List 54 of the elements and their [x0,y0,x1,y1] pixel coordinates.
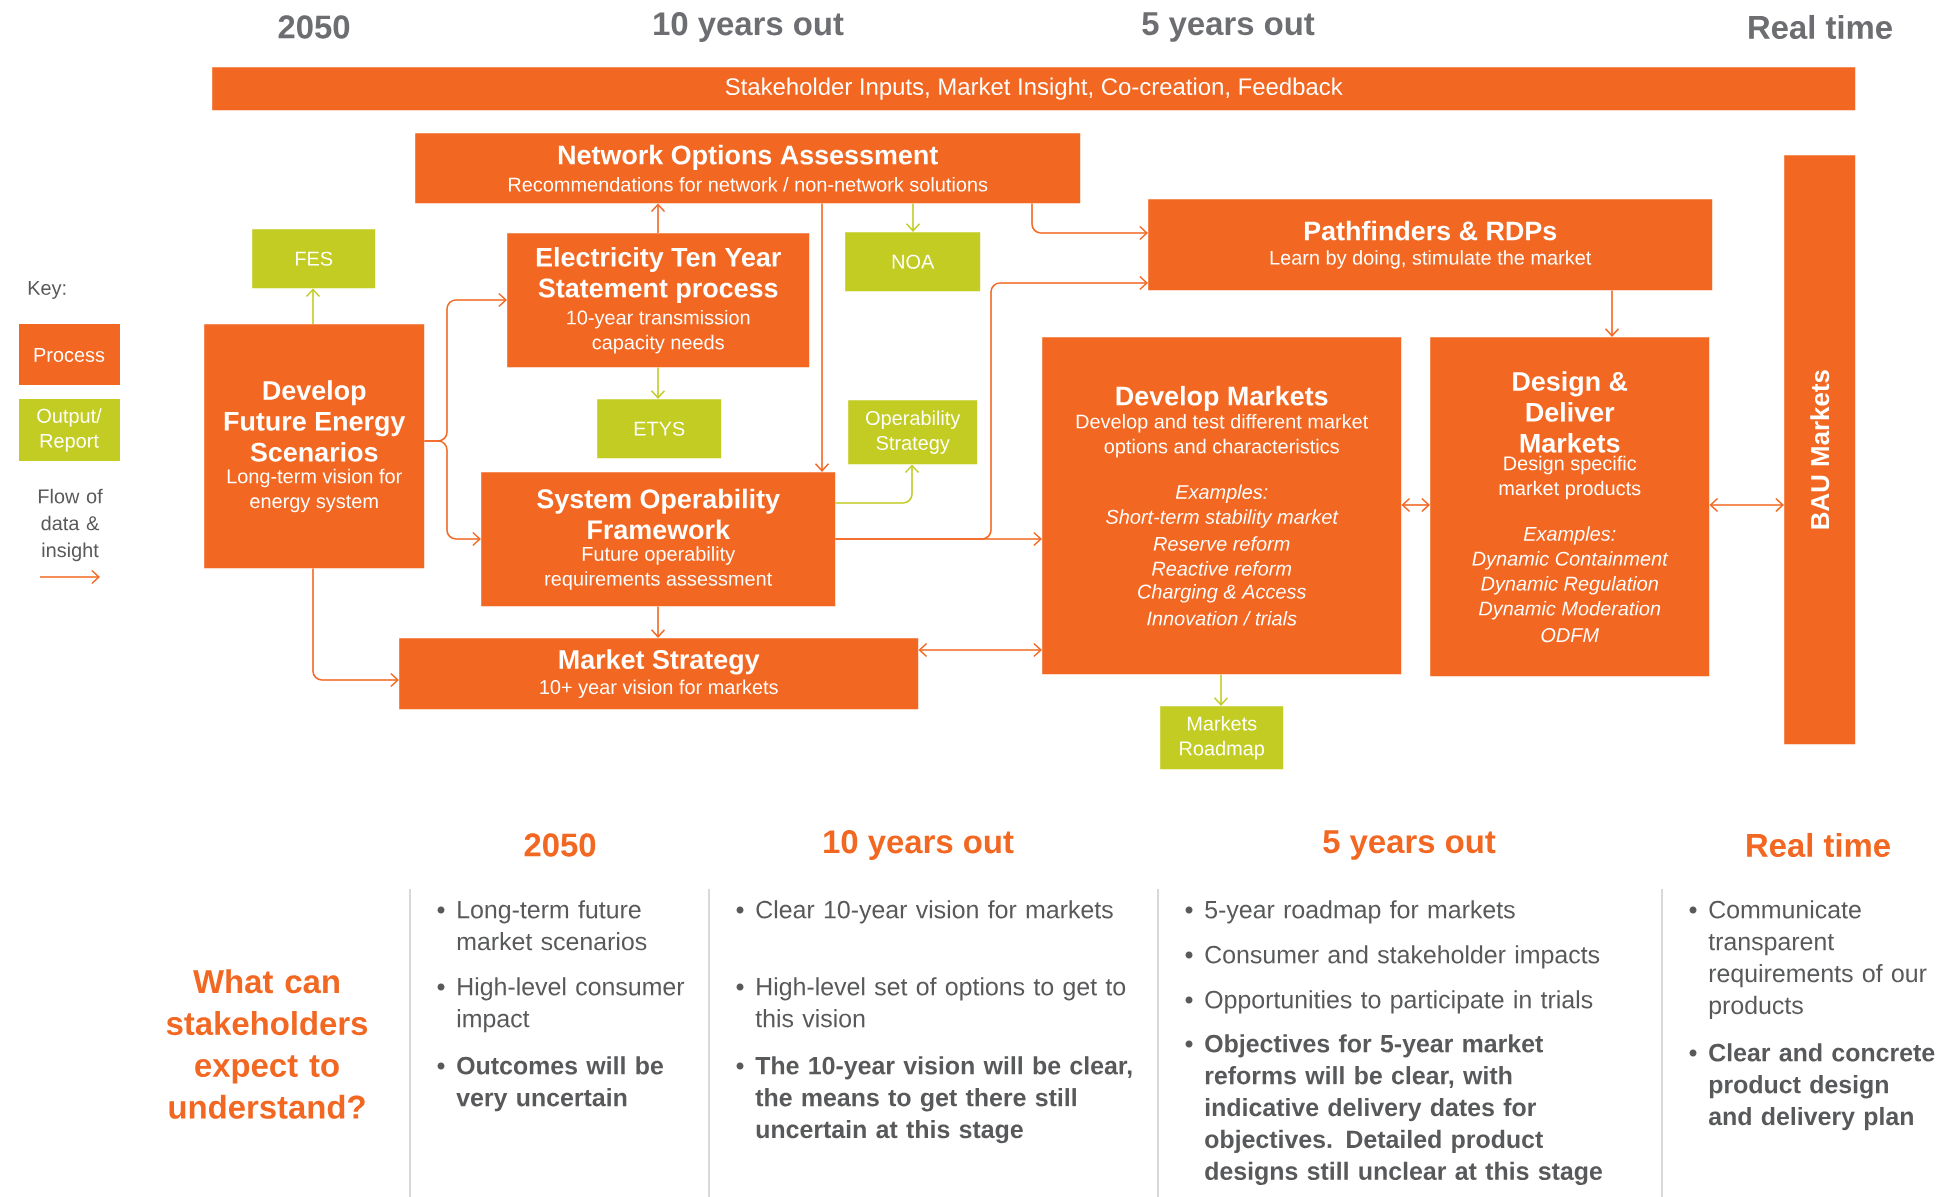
bullet-item: High-level set of options to get to this vision [736,977,1126,1028]
arrow [1709,497,1784,513]
arrow [650,366,666,399]
output-box: ETYS [597,399,722,459]
arrow [834,464,920,504]
arrow [312,567,399,688]
arrow [423,440,481,547]
bullet-item: High-level consumer impact [437,977,685,1033]
output-box: Markets Roadmap [1160,706,1284,770]
bullet-item: Outcomes will be very uncertain [437,1056,663,1112]
column-heading: 2050 [524,833,596,857]
process-box: Design & Deliver Markets Design specific market products Examples: Dynamic Containment Dynamic Regulation Dynamic Moderation ODFM [1430,337,1710,677]
arrow [918,642,1042,658]
output-box: FES [252,229,376,289]
bullet-item: Clear 10-year vision for markets [736,900,1113,924]
bullet-item: Opportunities to participate in trials [1185,990,1593,1014]
bullet-item: Communicate transparent requirements of our products [1689,900,1927,1020]
bullet-item: Consumer and stakeholder impacts [1185,945,1600,969]
question-text: What can stakeholders expect to understand? [166,969,368,1119]
bullet-item: The 10-year vision will be clear, the means to get there still uncertain at this stage [736,1056,1132,1144]
arrow [1031,202,1148,241]
process-box: Market Strategy 10+ year vision for markets [399,638,919,710]
process-box: Electricity Ten Year Statement process 10-year transmission capacity needs [507,233,810,368]
arrow [305,288,321,325]
banner-bar: Stakeholder Inputs, Market Insight, Co-creation, Feedback [212,67,1856,111]
process-box: Develop Future Energy Scenarios Long-term vision for energy system [204,324,425,569]
bullet-item: Objectives for 5-year market reforms will be clear, with indicative delivery dates for objectives. Detailed product designs still unclear at this stage [1185,1034,1602,1186]
process-box: Pathfinders & RDPs Learn by doing, stimulate the market [1148,199,1713,291]
arrow [814,202,830,472]
arrow [1213,673,1229,706]
key-title: Key: [28,281,66,299]
arrow [1604,289,1620,337]
arrow [650,605,666,638]
process-box: Develop Markets Develop and test different market options and characteristics Examples: Short-term stability market Reserve reform Reactive reform Charging & Access Innovation / trials [1042,337,1402,675]
key-label: Process [34,348,105,362]
timeline-heading: 10 years out [654,12,844,42]
arrow [905,202,921,232]
arrow [1401,497,1430,513]
column-heading: 5 years out [1323,830,1496,860]
bullet-item: Long-term future market scenarios [437,900,647,951]
process-bar: BAU Markets [1784,155,1856,745]
arrow [650,203,666,234]
key-label: Output/ Report [37,408,102,452]
column-heading: 10 years out [824,830,1014,860]
key-label: Flow of data & insight [39,488,103,562]
timeline-heading: Real time [1749,14,1892,40]
column-heading: Real time [1747,832,1890,858]
bullet-item: 5-year roadmap for markets [1185,900,1515,924]
process-box: Network Options Assessment Recommendations for network / non-network solutions [415,133,1081,204]
output-box: NOA [845,232,981,292]
process-box: System Operability Framework Future operability requirements assessment [481,472,836,607]
arrow [834,531,1042,547]
output-box: Operability Strategy [848,400,978,465]
bullet-item: Clear and concrete product design and delivery plan [1689,1043,1935,1131]
